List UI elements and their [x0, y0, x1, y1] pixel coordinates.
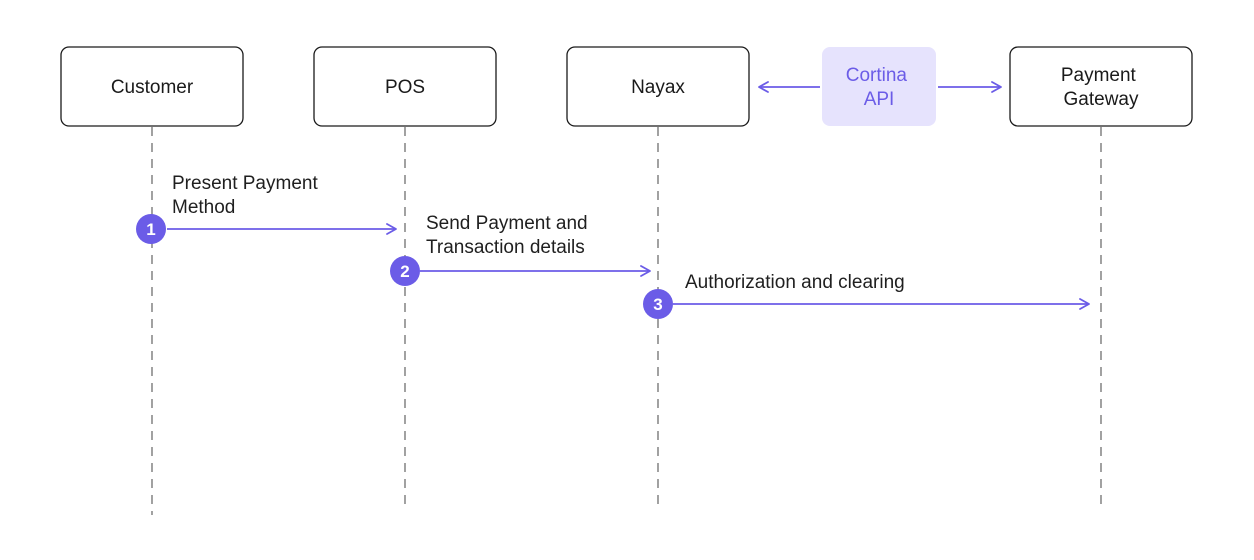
- actor-cortina-api-label: Cortina API: [846, 65, 913, 110]
- step-3-number: 3: [653, 295, 662, 314]
- actor-cortina-api: Cortina API: [822, 47, 936, 126]
- step-3-label: Authorization and clearing: [685, 272, 905, 293]
- step-2-number: 2: [400, 262, 409, 281]
- step-1-badge: [136, 214, 166, 244]
- step-1: Present Payment Method 1: [136, 173, 397, 244]
- actor-nayax: Nayax: [566, 46, 750, 127]
- step-1-number: 1: [146, 220, 155, 239]
- actor-pos: POS: [313, 46, 497, 127]
- actor-payment-gateway: Payment Gateway: [1009, 46, 1193, 127]
- actor-nayax-label: Nayax: [631, 77, 685, 98]
- step-1-label: Present Payment Method: [172, 173, 323, 218]
- actor-payment-gateway-label: Payment Gateway: [1061, 65, 1141, 110]
- actor-customer: Customer: [60, 46, 244, 127]
- step-2-label: Send Payment and Transaction details: [426, 213, 593, 258]
- step-2-badge: [390, 256, 420, 286]
- step-2: Send Payment and Transaction details 2: [390, 213, 651, 286]
- actor-pos-label: POS: [385, 77, 425, 98]
- step-3: Authorization and clearing 3: [643, 272, 1090, 319]
- actor-customer-label: Customer: [111, 77, 194, 98]
- step-3-badge: [643, 289, 673, 319]
